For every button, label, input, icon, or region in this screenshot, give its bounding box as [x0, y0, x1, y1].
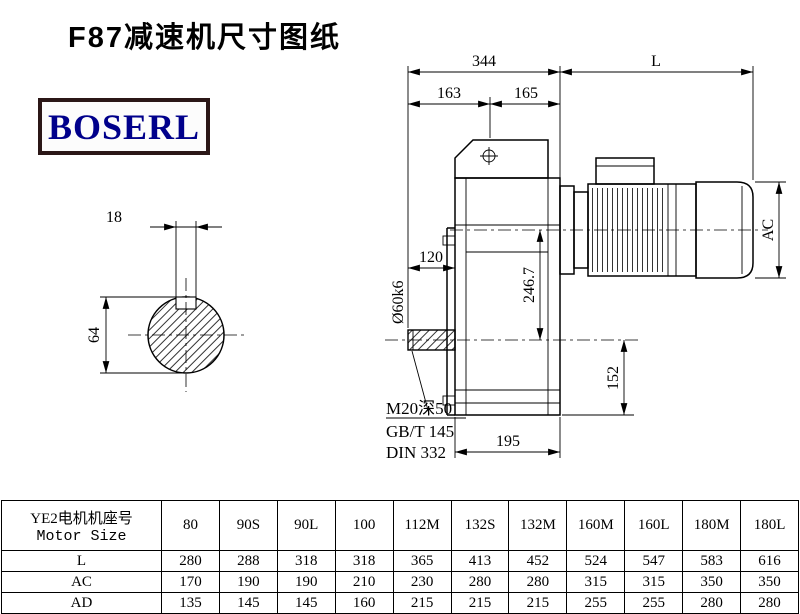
dimension-value: 350: [682, 571, 742, 593]
dim-L: L: [651, 53, 661, 70]
dimension-value: 280: [161, 550, 220, 572]
dimension-value: 160: [334, 592, 394, 614]
housing-top: [454, 139, 549, 179]
frame-size-column-header: 160M: [566, 500, 626, 551]
dimension-value: 215: [508, 592, 568, 614]
dimension-value: 547: [624, 550, 684, 572]
flange-bolt: [442, 235, 456, 246]
note-standard-din: DIN 332: [386, 443, 446, 462]
dimension-value: 280: [740, 592, 799, 614]
housing-body: [454, 177, 561, 416]
dimension-value: 215: [450, 592, 510, 614]
dimension-row-label: AD: [1, 592, 162, 614]
motor-size-label-en: Motor Size: [36, 527, 127, 545]
page-title: F87减速机尺寸图纸: [68, 22, 341, 54]
dimension-value: 190: [218, 571, 278, 593]
dimension-value: 280: [682, 592, 742, 614]
shaft-end-view: [128, 278, 245, 392]
frame-size-column-header: 180L: [740, 500, 799, 551]
dimension-value: 190: [276, 571, 336, 593]
frame-size-column-header: 132S: [450, 500, 510, 551]
frame-size-column-header: 80: [161, 500, 220, 551]
note-thread: M20深50: [386, 399, 452, 418]
dimension-value: 413: [450, 550, 510, 572]
dimension-value: 280: [450, 571, 510, 593]
dim-64: 64: [86, 327, 103, 343]
frame-size-column-header: 100: [334, 500, 394, 551]
dimension-value: 350: [740, 571, 799, 593]
frame-size-column-header: 90L: [276, 500, 336, 551]
dimension-value: 318: [334, 550, 394, 572]
dimension-value: 145: [218, 592, 278, 614]
dim-163: 163: [437, 85, 461, 102]
frame-size-column-header: 112M: [392, 500, 452, 551]
boserl-logo: BOSERL: [38, 98, 210, 155]
dimension-value: 145: [276, 592, 336, 614]
frame-size-column-header: 90S: [218, 500, 278, 551]
dim-152: 152: [605, 366, 622, 390]
dimension-value: 135: [161, 592, 220, 614]
dimension-value: 315: [624, 571, 684, 593]
boserl-logo-text: BOSERL: [47, 106, 201, 147]
frame-size-column-header: 132M: [508, 500, 568, 551]
dimension-value: 318: [276, 550, 336, 572]
dim-165: 165: [514, 85, 538, 102]
dimensions: 344 L 163 165 120 Ø60k6 246.7 152: [86, 53, 786, 458]
dimension-row-label: L: [1, 550, 162, 572]
dim-344: 344: [472, 53, 496, 70]
dimension-value: 230: [392, 571, 452, 593]
dimension-value: 583: [682, 550, 742, 572]
frame-size-column-header: 180M: [682, 500, 742, 551]
dim-shaft-diameter: Ø60k6: [390, 280, 407, 324]
dimension-value: 255: [624, 592, 684, 614]
dimension-value: 170: [161, 571, 220, 593]
dimension-value: 616: [740, 550, 799, 572]
dimension-value: 365: [392, 550, 452, 572]
frame-size-column-header: 160L: [624, 500, 684, 551]
output-shaft: [407, 329, 456, 351]
dim-246-7: 246.7: [521, 267, 538, 303]
gearbox-main-view: [385, 139, 768, 416]
dimension-value: 288: [218, 550, 278, 572]
dim-195: 195: [496, 433, 520, 450]
thread-notes: M20深50 GB/T 145 DIN 332: [386, 350, 466, 462]
dimension-value: 452: [508, 550, 568, 572]
dimension-drawing: 344 L 163 165 120 Ø60k6 246.7 152: [86, 53, 786, 462]
dimension-value: 524: [566, 550, 626, 572]
dimension-value: 255: [566, 592, 626, 614]
dim-AC: AC: [760, 219, 777, 241]
dimension-value: 315: [566, 571, 626, 593]
flange-bolt: [442, 395, 456, 406]
dimension-row-label: AC: [1, 571, 162, 593]
motor-size-label-cn: YE2电机机座号: [30, 510, 133, 527]
leader-line: [411, 350, 430, 415]
dim-18: 18: [106, 209, 122, 226]
terminal-box: [595, 157, 655, 185]
dimension-value: 210: [334, 571, 394, 593]
note-standard-gb: GB/T 145: [386, 422, 454, 441]
dimension-value: 215: [392, 592, 452, 614]
dimension-value: 280: [508, 571, 568, 593]
dim-120: 120: [419, 249, 443, 266]
fan-cowl: [695, 181, 754, 279]
